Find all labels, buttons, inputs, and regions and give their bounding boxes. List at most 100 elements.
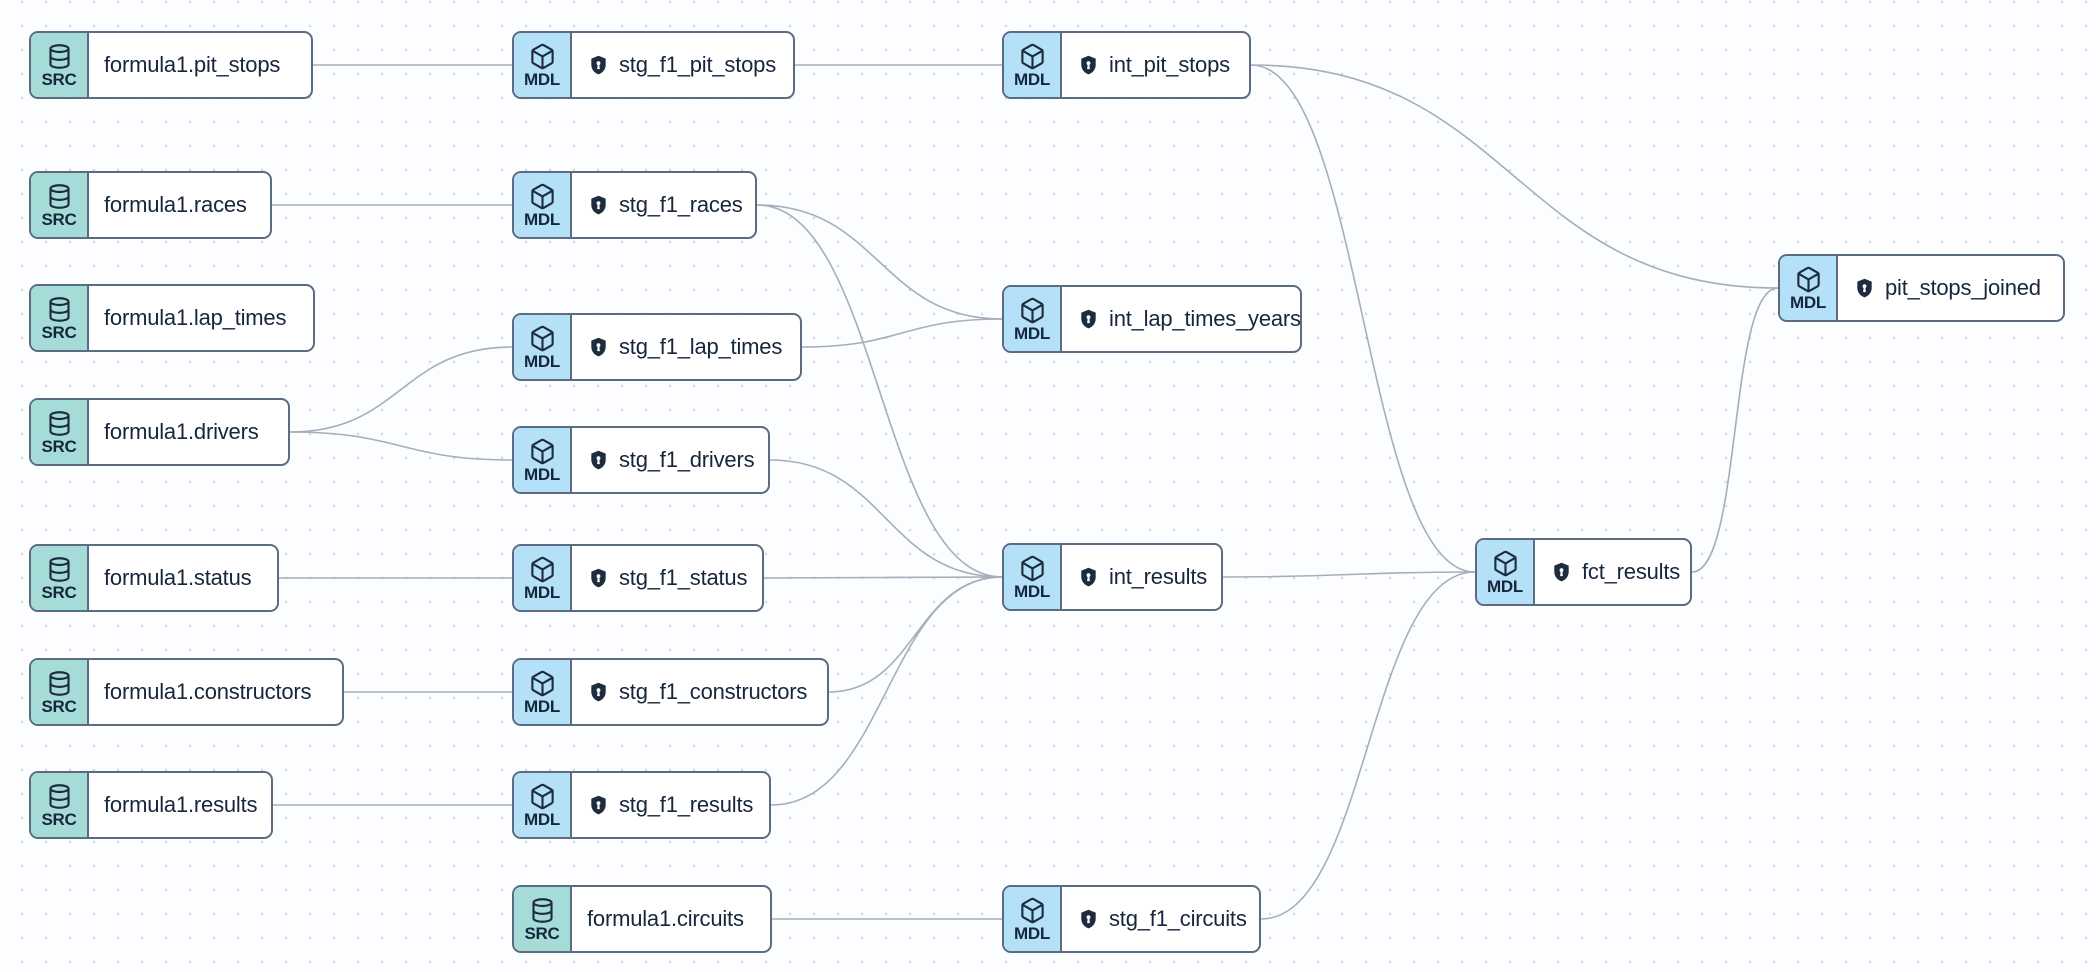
lineage-node-int_lap_times_years[interactable]: MDL int_lap_times_years: [1002, 285, 1302, 353]
shield-icon: [587, 794, 610, 817]
edge-stg_f1_lap_times-to-int_lap_times_years: [801, 318, 1003, 348]
cube-icon: [530, 783, 554, 809]
shield-icon: [1077, 308, 1100, 331]
node-body: formula1.circuits: [572, 887, 758, 951]
node-type-label: MDL: [524, 696, 560, 716]
lineage-node-formula1.results[interactable]: SRC formula1.results: [29, 771, 273, 839]
lineage-node-formula1.races[interactable]: SRC formula1.races: [29, 171, 272, 239]
shield-icon: [1554, 562, 1569, 581]
node-type-label: MDL: [1014, 69, 1050, 89]
database-icon: [48, 670, 70, 696]
node-type-label: SRC: [41, 809, 77, 829]
node-label: stg_f1_lap_times: [619, 334, 783, 359]
lineage-node-formula1.drivers[interactable]: SRC formula1.drivers: [29, 398, 290, 466]
source-badge: SRC: [31, 173, 89, 237]
database-icon: [48, 556, 70, 582]
cube-icon: [530, 556, 554, 582]
node-label: stg_f1_status: [619, 565, 748, 590]
node-body: formula1.status: [89, 546, 265, 610]
edge-stg_f1_results-to-int_results: [770, 576, 1003, 806]
node-body: formula1.lap_times: [89, 286, 300, 350]
lineage-node-int_pit_stops[interactable]: MDL int_pit_stops: [1002, 31, 1251, 99]
database-icon: [48, 183, 70, 209]
lineage-node-stg_f1_pit_stops[interactable]: MDL stg_f1_pit_stops: [512, 31, 795, 99]
model-badge: MDL: [1004, 33, 1062, 97]
node-body: stg_f1_drivers: [572, 428, 768, 492]
edge-fct_results-to-pit_stops_joined: [1691, 287, 1779, 573]
node-type-label: MDL: [524, 209, 560, 229]
lineage-node-pit_stops_joined[interactable]: MDL pit_stops_joined: [1778, 254, 2065, 322]
model-badge: MDL: [1004, 545, 1062, 609]
node-label: stg_f1_races: [619, 192, 743, 217]
lineage-node-stg_f1_circuits[interactable]: MDL stg_f1_circuits: [1002, 885, 1261, 953]
node-type-label: MDL: [1014, 923, 1050, 943]
node-body: stg_f1_lap_times: [572, 315, 796, 379]
lineage-node-stg_f1_status[interactable]: MDL stg_f1_status: [512, 544, 764, 612]
shield-icon: [1857, 278, 1872, 297]
lineage-node-formula1.lap_times[interactable]: SRC formula1.lap_times: [29, 284, 315, 352]
node-label: stg_f1_results: [619, 792, 754, 817]
node-type-label: MDL: [1014, 581, 1050, 601]
lineage-node-stg_f1_races[interactable]: MDL stg_f1_races: [512, 171, 757, 239]
node-label: int_pit_stops: [1109, 52, 1230, 77]
model-badge: MDL: [1477, 540, 1535, 604]
node-body: int_results: [1062, 545, 1221, 609]
edge-stg_f1_races-to-int_lap_times_years: [756, 204, 1003, 320]
node-label: formula1.races: [104, 192, 247, 217]
model-badge: MDL: [514, 773, 572, 837]
source-badge: SRC: [31, 33, 89, 97]
node-type-label: MDL: [1014, 323, 1050, 343]
node-label: formula1.lap_times: [104, 305, 287, 330]
lineage-node-formula1.pit_stops[interactable]: SRC formula1.pit_stops: [29, 31, 313, 99]
cube-icon: [1020, 43, 1044, 69]
database-icon: [48, 296, 70, 322]
node-type-label: MDL: [524, 809, 560, 829]
database-icon: [48, 410, 70, 436]
node-body: stg_f1_status: [572, 546, 761, 610]
node-label: formula1.results: [104, 792, 258, 817]
shield-icon: [1077, 54, 1100, 77]
lineage-node-stg_f1_constructors[interactable]: MDL stg_f1_constructors: [512, 658, 829, 726]
node-body: int_lap_times_years: [1062, 287, 1300, 351]
node-label: pit_stops_joined: [1885, 275, 2041, 300]
node-type-label: SRC: [41, 209, 77, 229]
shield-icon: [587, 681, 610, 704]
node-type-label: SRC: [41, 696, 77, 716]
node-label: stg_f1_constructors: [619, 679, 808, 704]
node-label: int_results: [1109, 564, 1208, 589]
lineage-node-formula1.constructors[interactable]: SRC formula1.constructors: [29, 658, 344, 726]
lineage-node-int_results[interactable]: MDL int_results: [1002, 543, 1223, 611]
edge-src_drivers-to-stg_f1_drivers: [289, 431, 513, 461]
model-badge: MDL: [1780, 256, 1838, 320]
shield-icon: [1081, 55, 1096, 74]
lineage-node-stg_f1_results[interactable]: MDL stg_f1_results: [512, 771, 771, 839]
node-label: formula1.circuits: [587, 906, 744, 931]
model-badge: MDL: [514, 428, 572, 492]
lineage-node-stg_f1_drivers[interactable]: MDL stg_f1_drivers: [512, 426, 770, 494]
lineage-node-formula1.status[interactable]: SRC formula1.status: [29, 544, 279, 612]
node-type-label: MDL: [524, 464, 560, 484]
shield-icon: [587, 194, 610, 217]
edge-stg_f1_status-to-int_results: [763, 576, 1003, 579]
cube-icon: [530, 438, 554, 464]
shield-icon: [591, 568, 606, 587]
model-badge: MDL: [514, 33, 572, 97]
cube-icon: [1020, 555, 1044, 581]
lineage-node-fct_results[interactable]: MDL fct_results: [1475, 538, 1692, 606]
cube-icon: [1020, 897, 1044, 923]
database-icon: [48, 43, 70, 69]
shield-icon: [591, 195, 606, 214]
node-type-label: MDL: [524, 69, 560, 89]
cube-icon: [1796, 266, 1820, 292]
cube-icon: [530, 670, 554, 696]
node-body: int_pit_stops: [1062, 33, 1244, 97]
node-body: stg_f1_constructors: [572, 660, 821, 724]
model-badge: MDL: [514, 660, 572, 724]
cube-icon: [530, 325, 554, 351]
source-badge: SRC: [514, 887, 572, 951]
shield-icon: [1550, 561, 1573, 584]
lineage-node-stg_f1_lap_times[interactable]: MDL stg_f1_lap_times: [512, 313, 802, 381]
node-body: formula1.results: [89, 773, 271, 837]
lineage-node-formula1.circuits[interactable]: SRC formula1.circuits: [512, 885, 772, 953]
